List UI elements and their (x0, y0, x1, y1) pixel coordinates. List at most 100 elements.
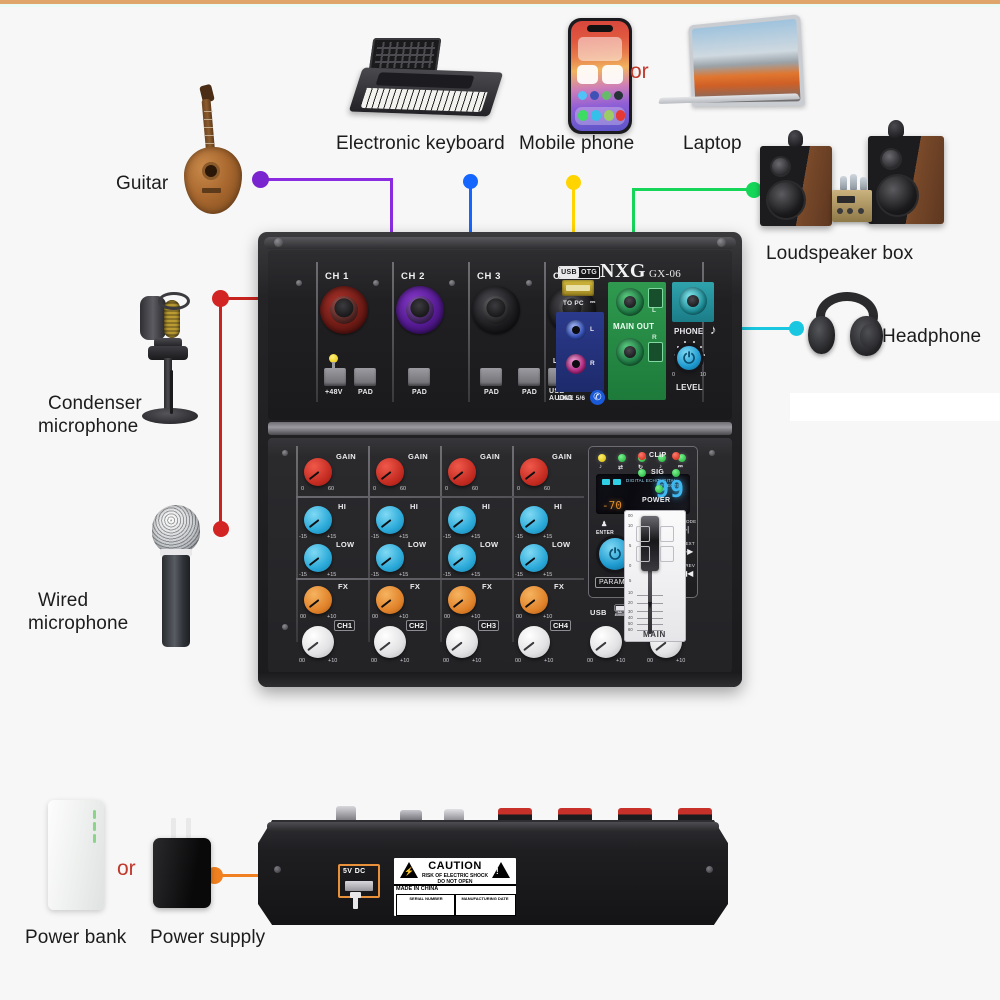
gain-label-ch1: GAIN (336, 452, 356, 461)
mixer-control-panel: GAIN 0 60 GAIN 0 60 GAIN 0 60 GAIN 0 60 … (268, 438, 732, 673)
fx-send-min-ch3: 00 (444, 614, 451, 620)
pad-switch-label-ch3: PAD (484, 389, 500, 396)
phone-level-knob[interactable]: ⏻ (677, 346, 701, 370)
hi-eq-max-ch2: +15 (399, 534, 409, 540)
main-fader-slot[interactable] (648, 516, 652, 634)
enter-label: ENTER (596, 530, 614, 536)
phone-notch (587, 25, 613, 32)
hi-eq-min-ch1: -15 (299, 534, 307, 540)
main-out-r-label: R (652, 334, 657, 341)
laptop-label: Laptop (683, 133, 742, 154)
low-eq-knob-ch2[interactable] (376, 544, 404, 572)
screw-icon (717, 238, 726, 247)
hi-eq-label-ch1: HI (338, 502, 347, 511)
fx-send-knob-ch2[interactable] (376, 586, 404, 614)
low-eq-max-ch4: +15 (543, 572, 553, 578)
fx-level-max: +10 (676, 658, 686, 664)
xlr-input-ch1[interactable] (320, 286, 368, 334)
channel-label-ch3: CH 3 (477, 271, 502, 282)
rca-input-right[interactable] (566, 354, 586, 374)
hi-eq-max-ch1: +15 (327, 534, 337, 540)
sig-led-right (672, 469, 680, 477)
rear-knob-red-1 (498, 808, 532, 823)
connector-dot-headphone (789, 321, 804, 336)
low-eq-max-ch1: +15 (327, 572, 337, 578)
gain-label-ch2: GAIN (408, 452, 428, 461)
gain-knob-ch4[interactable] (520, 458, 548, 486)
volume-max-ch2: +10 (400, 658, 410, 664)
dc-usb-port[interactable] (345, 881, 373, 891)
usb-level-knob[interactable] (590, 626, 622, 658)
laptop-screen (691, 18, 801, 103)
volume-tag-ch2: CH2 (406, 620, 428, 631)
fx-send-label-ch3: FX (482, 582, 493, 591)
hi-eq-knob-ch2[interactable] (376, 506, 404, 534)
hi-eq-max-ch3: +15 (471, 534, 481, 540)
warning-triangle-icon-right: ! (492, 862, 510, 878)
lcd-tag-left: DIGITAL ECHO (626, 478, 660, 483)
hi-eq-knob-ch4[interactable] (520, 506, 548, 534)
low-eq-knob-ch4[interactable] (520, 544, 548, 572)
gain-min-ch2: 0 (373, 486, 377, 492)
phone-level-max: 10 (700, 372, 707, 378)
volume-tag-ch4: CH4 (550, 620, 572, 631)
low-eq-knob-ch3[interactable] (448, 544, 476, 572)
clip-led-left (638, 452, 646, 460)
main-out-l-port[interactable] (648, 288, 663, 308)
gain-knob-ch1[interactable] (304, 458, 332, 486)
volume-knob-ch3[interactable] (446, 626, 478, 658)
electronic-keyboard-image (348, 38, 504, 123)
wired-microphone-label-2: microphone (28, 613, 129, 634)
pad-switch-ch3[interactable] (480, 368, 502, 386)
fader-scale-5b: 5 (629, 578, 632, 583)
main-out-jack-left[interactable] (616, 288, 644, 316)
xlr-input-ch2[interactable] (396, 286, 444, 334)
main-out-r-port[interactable] (648, 342, 663, 362)
pad-switch-ch2[interactable] (408, 368, 430, 386)
pad-switch-ch1[interactable] (354, 368, 376, 386)
gain-min-ch4: 0 (517, 486, 521, 492)
gain-max-ch2: 60 (400, 486, 407, 492)
pad-switch-ch4[interactable] (518, 368, 540, 386)
hi-eq-label-ch3: HI (482, 502, 491, 511)
rca-input-left[interactable] (566, 320, 586, 340)
channel-label-ch1: CH 1 (325, 271, 350, 282)
top-accent-rule-secondary (0, 4, 1000, 7)
dc-plug-tip (350, 892, 361, 898)
volume-knob-ch2[interactable] (374, 626, 406, 658)
connector-line-speaker-horiz (632, 188, 752, 191)
fx-send-knob-ch4[interactable] (520, 586, 548, 614)
pad-switch-label-ch2: PAD (412, 389, 428, 396)
top-accent-rule (0, 0, 1000, 4)
fx-send-label-ch4: FX (554, 582, 565, 591)
fader-scale-0: 0 (629, 563, 632, 568)
fx-send-knob-ch1[interactable] (304, 586, 332, 614)
low-eq-max-ch3: +15 (471, 572, 481, 578)
low-eq-knob-ch1[interactable] (304, 544, 332, 572)
mode-button-label: MODE (682, 519, 697, 524)
connector-dot-phone (566, 175, 581, 190)
fader-scale-40: 40 (628, 615, 633, 620)
fx-send-knob-ch3[interactable] (448, 586, 476, 614)
screw-icon (296, 280, 302, 286)
volume-knob-ch4[interactable] (518, 626, 550, 658)
main-out-jack-right[interactable] (616, 338, 644, 366)
phone-output-jack[interactable] (679, 287, 707, 315)
main-fader-handle[interactable] (641, 516, 659, 571)
hi-eq-knob-ch3[interactable] (448, 506, 476, 534)
screw-icon (373, 280, 379, 286)
xlr-input-ch3[interactable] (472, 286, 520, 334)
hi-eq-knob-ch1[interactable] (304, 506, 332, 534)
phantom-switch-48v[interactable] (324, 368, 346, 386)
gain-knob-ch2[interactable] (376, 458, 404, 486)
usb-otg-port[interactable] (562, 280, 594, 296)
main-out-l-label: L (652, 307, 657, 314)
rear-knob-red-4 (678, 808, 712, 823)
volume-max-ch1: +10 (328, 658, 338, 664)
gain-knob-ch3[interactable] (448, 458, 476, 486)
volume-knob-ch1[interactable] (302, 626, 334, 658)
fader-scale-10: 10 (628, 523, 633, 528)
led-icon-5: ⎓ (678, 464, 683, 470)
headphone-icon: ♪ (710, 322, 717, 337)
